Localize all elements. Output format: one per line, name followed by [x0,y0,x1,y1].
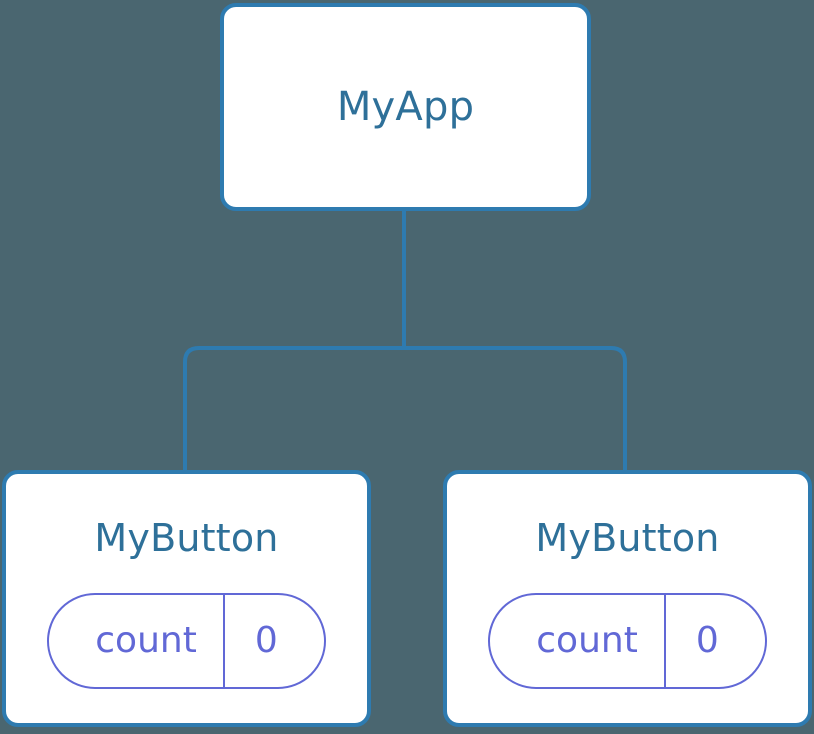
node-myapp-label: MyApp [336,84,475,130]
node-myapp[interactable]: MyApp [220,3,591,211]
state-divider-1 [663,595,666,687]
state-key-1: count [536,620,638,661]
edge-to-child-0 [183,346,404,470]
node-mybutton-1-label: MyButton [535,516,720,560]
node-mybutton-0-label: MyButton [94,516,279,560]
state-pill-1[interactable]: count 0 [488,593,767,689]
node-mybutton-1[interactable]: MyButton count 0 [443,470,812,727]
state-value-0: 0 [254,620,278,661]
node-mybutton-0[interactable]: MyButton count 0 [2,470,371,727]
state-value-1: 0 [695,620,719,661]
state-key-0: count [95,620,197,661]
edge-to-child-1 [404,346,627,470]
state-divider-0 [222,595,225,687]
state-pill-0[interactable]: count 0 [47,593,326,689]
